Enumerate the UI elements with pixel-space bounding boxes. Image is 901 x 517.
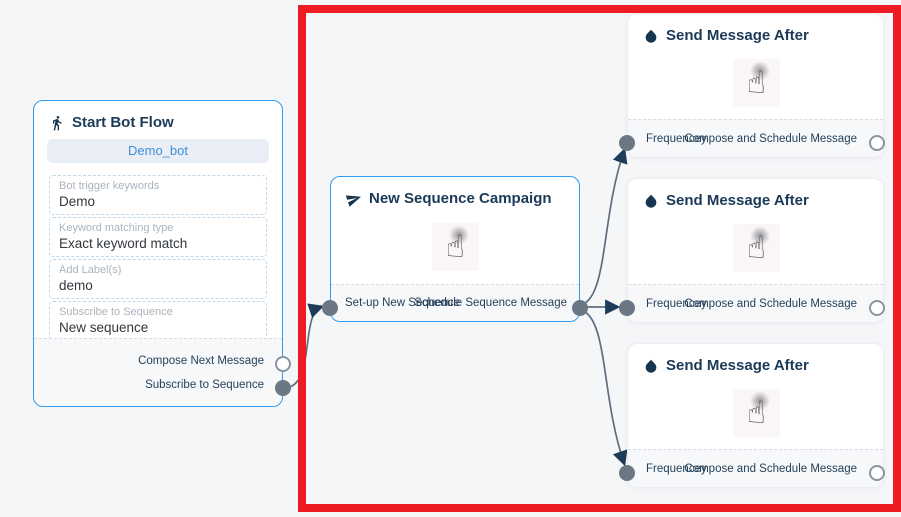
node-title: Send Message After — [666, 27, 809, 44]
send-plane-icon — [345, 191, 362, 207]
send-message-after-node[interactable]: Send Message After ☝ Frequencey Compose … — [619, 13, 885, 158]
field-value: New sequence — [59, 320, 149, 335]
field-label: Bot trigger keywords — [59, 180, 160, 192]
compose-next-message-port[interactable] — [275, 356, 291, 372]
input-label-frequencey: Frequencey — [646, 133, 707, 145]
input-label-frequencey: Frequencey — [646, 463, 707, 475]
tap-hand-icon[interactable]: ☝ — [432, 223, 479, 271]
edge-campaign-to-send-1 — [580, 147, 628, 306]
node-header: Send Message After — [628, 179, 883, 215]
compose-schedule-output-port[interactable] — [869, 300, 885, 316]
send-message-after-node[interactable]: Send Message After ☝ Frequencey Compose … — [619, 178, 885, 323]
tap-hand-icon[interactable]: ☝ — [733, 389, 780, 437]
field-label: Add Label(s) — [59, 264, 122, 276]
field-bot-trigger-keywords[interactable]: Bot trigger keywords Demo — [49, 175, 267, 215]
bot-name-button[interactable]: Demo_bot — [47, 139, 269, 163]
tap-hand-icon[interactable]: ☝ — [733, 224, 780, 272]
output-label-compose-and-schedule-message: Compose and Schedule Message — [684, 463, 857, 475]
field-value: demo — [59, 278, 93, 293]
start-node-footer: Compose Next Message Subscribe to Sequen… — [34, 338, 282, 406]
tap-blob — [448, 225, 469, 245]
field-list: Bot trigger keywords Demo Keyword matchi… — [34, 173, 282, 341]
tap-blob — [749, 391, 770, 411]
field-label: Keyword matching type — [59, 222, 174, 234]
node-header: Send Message After — [628, 344, 883, 380]
frequencey-input-port[interactable] — [619, 135, 635, 151]
field-add-labels[interactable]: Add Label(s) demo — [49, 259, 267, 299]
frequencey-input-port[interactable] — [619, 300, 635, 316]
new-sequence-campaign-node[interactable]: New Sequence Campaign ☝ Set-up New Seque… — [322, 176, 588, 322]
field-value: Demo — [59, 194, 96, 209]
edge-start-to-campaign — [283, 303, 325, 389]
compose-schedule-output-port[interactable] — [869, 135, 885, 151]
schedule-sequence-message-port[interactable] — [572, 300, 588, 316]
setup-new-sequence-port[interactable] — [322, 300, 338, 316]
node-title: Send Message After — [666, 357, 809, 374]
water-drop-icon — [643, 358, 659, 374]
walking-person-icon — [49, 115, 65, 131]
tap-blob — [749, 61, 770, 81]
water-drop-icon — [643, 193, 659, 209]
field-subscribe-to-sequence[interactable]: Subscribe to Sequence New sequence — [49, 301, 267, 341]
node-title: Send Message After — [666, 192, 809, 209]
start-bot-flow-node[interactable]: Start Bot Flow Demo_bot Bot trigger keyw… — [33, 100, 291, 407]
send-node-footer: Frequencey Compose and Schedule Message — [628, 449, 883, 487]
field-label: Subscribe to Sequence — [59, 306, 173, 318]
node-header: New Sequence Campaign — [331, 177, 579, 213]
node-title: New Sequence Campaign — [369, 190, 552, 207]
node-title: Start Bot Flow — [72, 114, 174, 131]
campaign-node-footer: Set-up New Sequence Schedule Sequence Me… — [331, 284, 579, 321]
input-label-frequencey: Frequencey — [646, 298, 707, 310]
subscribe-to-sequence-port[interactable] — [275, 380, 291, 396]
tap-blob — [749, 226, 770, 246]
output-label-schedule-sequence-message: Schedule Sequence Message — [414, 297, 567, 309]
compose-schedule-output-port[interactable] — [869, 465, 885, 481]
output-label-compose-and-schedule-message: Compose and Schedule Message — [684, 133, 857, 145]
frequencey-input-port[interactable] — [619, 465, 635, 481]
water-drop-icon — [643, 28, 659, 44]
field-value: Exact keyword match — [59, 236, 188, 251]
field-keyword-matching-type[interactable]: Keyword matching type Exact keyword matc… — [49, 217, 267, 257]
send-node-footer: Frequencey Compose and Schedule Message — [628, 284, 883, 322]
send-message-after-node[interactable]: Send Message After ☝ Frequencey Compose … — [619, 343, 885, 488]
input-label-setup-new-sequence: Set-up New Sequence — [345, 297, 461, 309]
send-node-footer: Frequencey Compose and Schedule Message — [628, 119, 883, 157]
tap-hand-icon[interactable]: ☝ — [733, 59, 780, 107]
edge-campaign-to-send-3 — [580, 309, 628, 467]
node-header: Send Message After — [628, 14, 883, 50]
output-label-compose-next-message: Compose Next Message — [138, 355, 264, 367]
output-label-subscribe-to-sequence: Subscribe to Sequence — [145, 379, 264, 391]
node-header: Start Bot Flow — [34, 101, 282, 137]
output-label-compose-and-schedule-message: Compose and Schedule Message — [684, 298, 857, 310]
